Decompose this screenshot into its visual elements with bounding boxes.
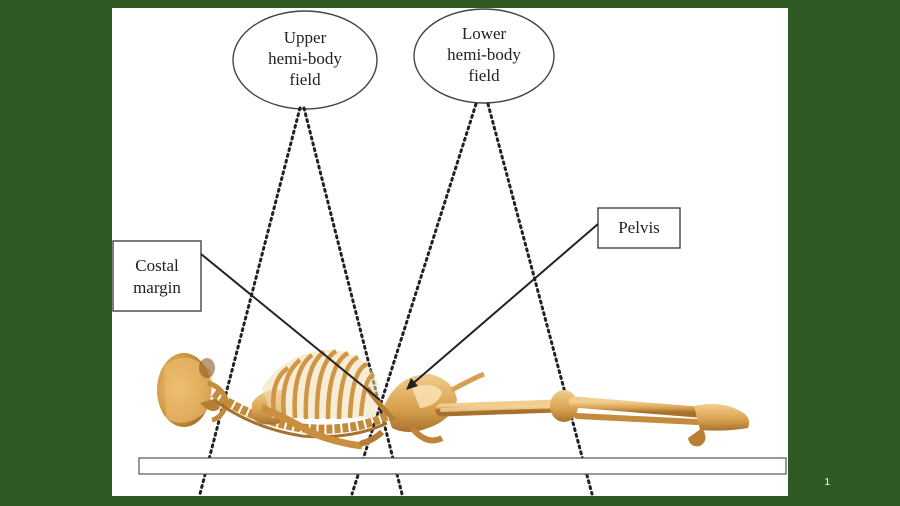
pelvis-box bbox=[597, 207, 681, 249]
lower-field-oval bbox=[413, 8, 555, 104]
lower-field-label: Lower hemi-body field bbox=[447, 24, 521, 85]
slide: Upper hemi-body field Lower hemi-body fi… bbox=[112, 8, 788, 496]
page-number: 1 bbox=[824, 477, 830, 488]
treatment-table bbox=[138, 457, 787, 475]
costal-margin-label: Costal margin bbox=[133, 256, 181, 297]
costal-margin-pointer bbox=[200, 253, 381, 401]
pelvis-pointer bbox=[409, 223, 599, 387]
radiotherapy-field-diagram bbox=[112, 8, 787, 496]
pelvis-label: Pelvis bbox=[618, 218, 660, 237]
pelvis-pointer-arrowhead bbox=[406, 378, 418, 390]
costal-margin-box bbox=[112, 240, 202, 312]
upper-field-label: Upper hemi-body field bbox=[268, 28, 342, 89]
upper-field-lines bbox=[198, 106, 404, 496]
skeleton-illustration bbox=[157, 349, 750, 450]
